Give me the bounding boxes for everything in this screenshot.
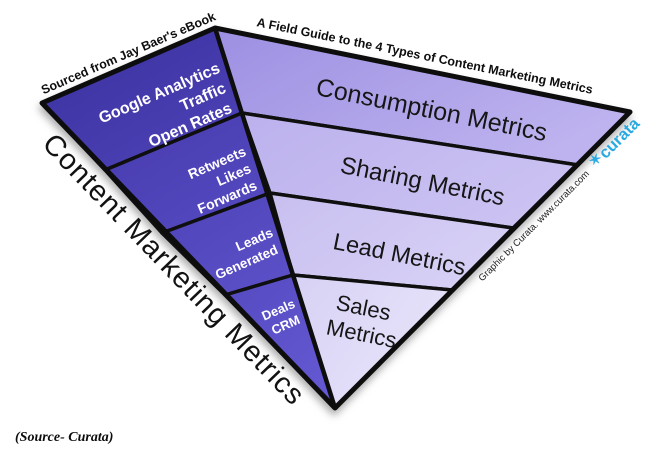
funnel-outline xyxy=(39,25,633,411)
funnel-shapes xyxy=(39,25,633,411)
source-caption: (Source- Curata) xyxy=(15,430,113,445)
panel-face-edge xyxy=(212,25,338,411)
